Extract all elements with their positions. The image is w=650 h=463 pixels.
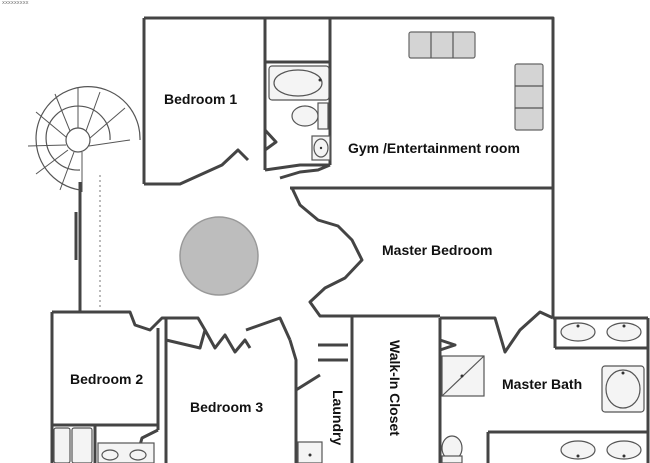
master-toilet bbox=[441, 435, 463, 463]
sofa-horizontal bbox=[408, 31, 476, 59]
laundry-appliance bbox=[297, 441, 323, 463]
spiral-staircase bbox=[27, 86, 141, 308]
sink bbox=[311, 135, 331, 161]
sofa-vertical bbox=[514, 63, 544, 131]
toilet bbox=[291, 102, 329, 130]
label-gym: Gym /Entertainment room bbox=[348, 140, 520, 156]
label-bedroom-2: Bedroom 2 bbox=[70, 371, 143, 387]
bathtub bbox=[268, 65, 330, 101]
label-laundry: Laundry bbox=[330, 390, 346, 445]
soaking-tub bbox=[601, 365, 645, 413]
label-bedroom-1: Bedroom 1 bbox=[164, 91, 237, 107]
label-master-bedroom: Master Bedroom bbox=[382, 242, 492, 258]
shower bbox=[441, 355, 485, 397]
walls bbox=[50, 16, 650, 463]
label-master-bath: Master Bath bbox=[502, 376, 582, 392]
corner-logo: xxxxxxxxx bbox=[2, 0, 29, 6]
round-table bbox=[179, 216, 259, 296]
label-bedroom-3: Bedroom 3 bbox=[190, 399, 263, 415]
lower-bathtub bbox=[53, 427, 93, 463]
lower-sinks bbox=[97, 442, 155, 463]
double-vanity-top bbox=[560, 322, 642, 342]
label-walk-in-closet: Walk-In Closet bbox=[387, 340, 403, 436]
double-vanity-bottom bbox=[560, 440, 642, 460]
